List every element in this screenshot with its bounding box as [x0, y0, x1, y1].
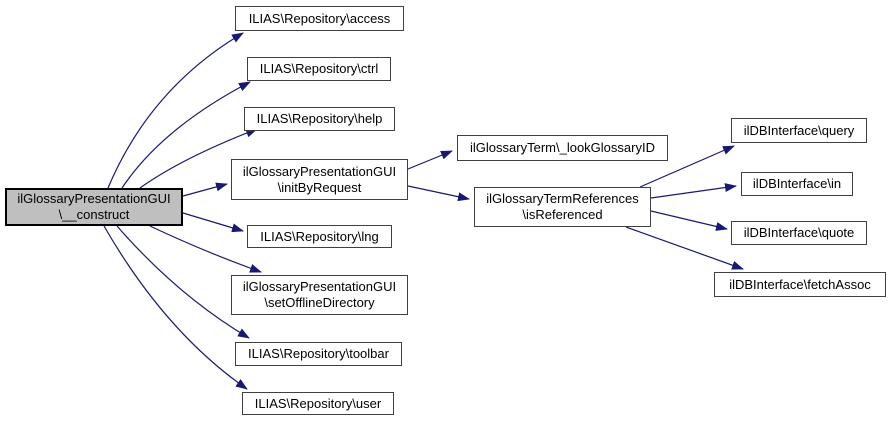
node-lookGlossaryID[interactable]: ilGlossaryTerm\_lookGlossaryID [457, 135, 668, 161]
edge-initByRequest-lookGlossaryID [407, 150, 453, 170]
node-lng[interactable]: ILIAS\Repository\lng [247, 225, 392, 248]
edge-isReferenced-query [639, 145, 735, 188]
node-access[interactable]: ILIAS\Repository\access [235, 6, 404, 31]
node-in[interactable]: ilDBInterface\in [741, 172, 853, 196]
edge-isReferenced-quote [650, 210, 728, 231]
node-query[interactable]: ilDBInterface\query [731, 118, 867, 143]
node-ctrl[interactable]: ILIAS\Repository\ctrl [247, 57, 391, 81]
node-initByRequest[interactable]: ilGlossaryPresentationGUI \initByRequest [231, 159, 408, 200]
node-isReferenced[interactable]: ilGlossaryTermReferences \isReferenced [474, 187, 651, 227]
edge-construct-user [103, 225, 248, 390]
node-help[interactable]: ILIAS\Repository\help [244, 107, 395, 131]
edge-isReferenced-fetchAssoc [625, 226, 744, 270]
node-user[interactable]: ILIAS\Repository\user [242, 392, 394, 415]
node-toolbar[interactable]: ILIAS\Repository\toolbar [235, 342, 402, 366]
edge-construct-access [107, 32, 244, 189]
edge-construct-initByRequest [182, 182, 228, 197]
edge-construct-help [139, 128, 258, 189]
node-construct: ilGlossaryPresentationGUI \__construct [5, 188, 183, 226]
edge-initByRequest-isReferenced [407, 185, 470, 202]
edge-construct-toolbar [116, 225, 250, 339]
edge-construct-setOfflineDirectory [149, 225, 262, 273]
edge-construct-ctrl [121, 81, 251, 189]
node-setOfflineDirectory[interactable]: ilGlossaryPresentationGUI \setOfflineDir… [231, 275, 408, 315]
edge-construct-lng [182, 212, 244, 233]
edge-isReferenced-in [650, 183, 737, 199]
node-fetchAssoc[interactable]: ilDBInterface\fetchAssoc [714, 272, 886, 297]
node-quote[interactable]: ilDBInterface\quote [731, 221, 867, 245]
